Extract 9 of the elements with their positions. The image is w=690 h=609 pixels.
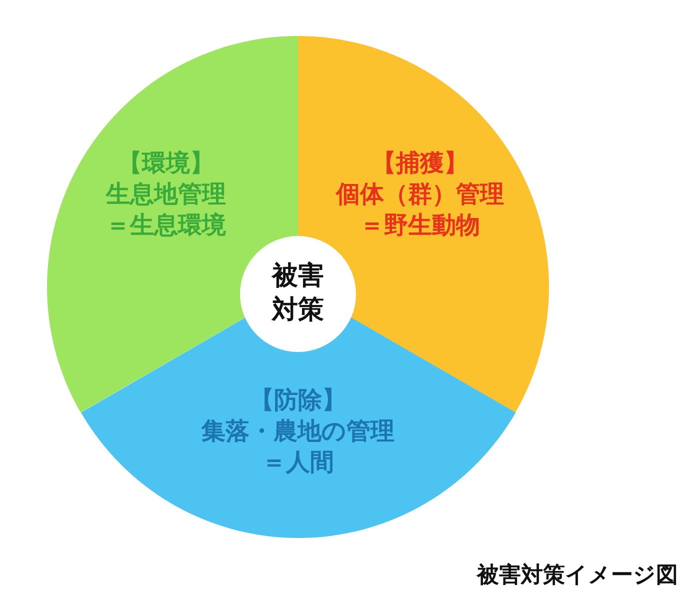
- sector-heading: 【捕獲】: [372, 148, 468, 179]
- sector-label: 個体（群）管理＝野生動物: [334, 179, 505, 242]
- caption: 被害対策イメージ図: [477, 562, 678, 590]
- sector-label: 集落・農地の管理＝人間: [200, 416, 396, 478]
- pie-sector: [47, 36, 298, 412]
- center-label: 被害対策: [270, 260, 325, 327]
- sector-label: 生息地管理＝生息環境: [104, 179, 227, 242]
- sector-heading: 【防除】: [250, 385, 346, 416]
- sector-heading: 【環境】: [118, 148, 214, 179]
